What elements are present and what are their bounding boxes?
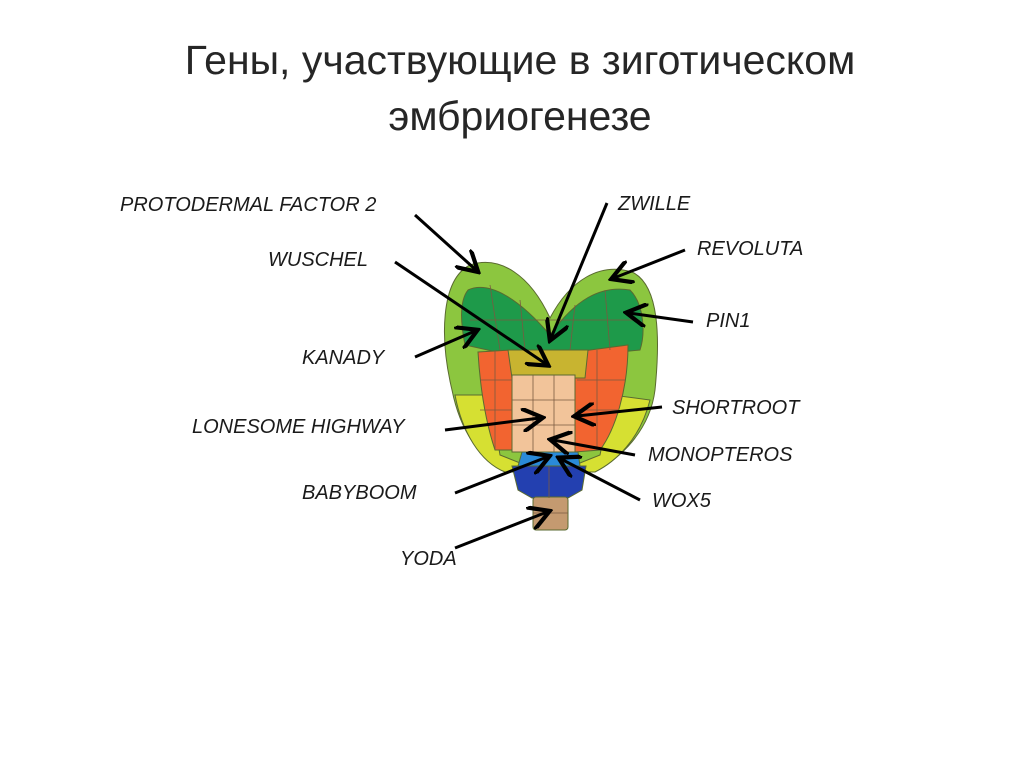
label-lonesome: LONESOME HIGHWAY: [192, 416, 405, 438]
arrow-wox5: [561, 459, 641, 502]
label-monopteros: MONOPTEROS: [648, 444, 793, 466]
arrow-wuschel: [394, 260, 546, 364]
label-babyboom: BABYBOOM: [302, 482, 417, 504]
arrow-kanady: [414, 331, 475, 359]
arrow-protodermal: [413, 213, 476, 270]
title-line-1: Гены, участвующие в зиготическом: [184, 37, 856, 83]
label-protodermal: PROTODERMAL FACTOR 2: [120, 194, 377, 216]
label-yoda: YODA: [400, 548, 457, 570]
olive-zone: [507, 349, 589, 379]
label-shortroot: SHORTROOT: [672, 397, 800, 419]
arrow-shortroot: [577, 407, 663, 416]
arrow-babyboom: [454, 457, 547, 495]
arrow-pin1: [629, 313, 694, 322]
label-wox5: WOX5: [652, 490, 711, 512]
embryo: [444, 261, 658, 531]
beige-center: [511, 374, 576, 453]
label-pin1: PIN1: [706, 310, 751, 332]
arrow-zwille: [551, 202, 609, 338]
title-line-2: эмбриогенезе: [388, 93, 652, 139]
arrow-yoda: [454, 512, 547, 550]
label-kanady: KANADY: [302, 347, 385, 369]
arrows: [394, 202, 694, 550]
suspensor: [532, 496, 569, 531]
arrow-monopteros: [553, 440, 636, 457]
arrow-revoluta: [614, 248, 686, 278]
label-revoluta: REVOLUTA: [697, 238, 804, 260]
label-zwille: ZWILLE: [618, 193, 691, 215]
label-wuschel: WUSCHEL: [268, 249, 369, 271]
slide-title: Гены, участвующие в зиготическом эмбриог…: [0, 32, 1024, 144]
arrow-lonesome: [444, 418, 540, 430]
left-orange: [477, 349, 516, 451]
